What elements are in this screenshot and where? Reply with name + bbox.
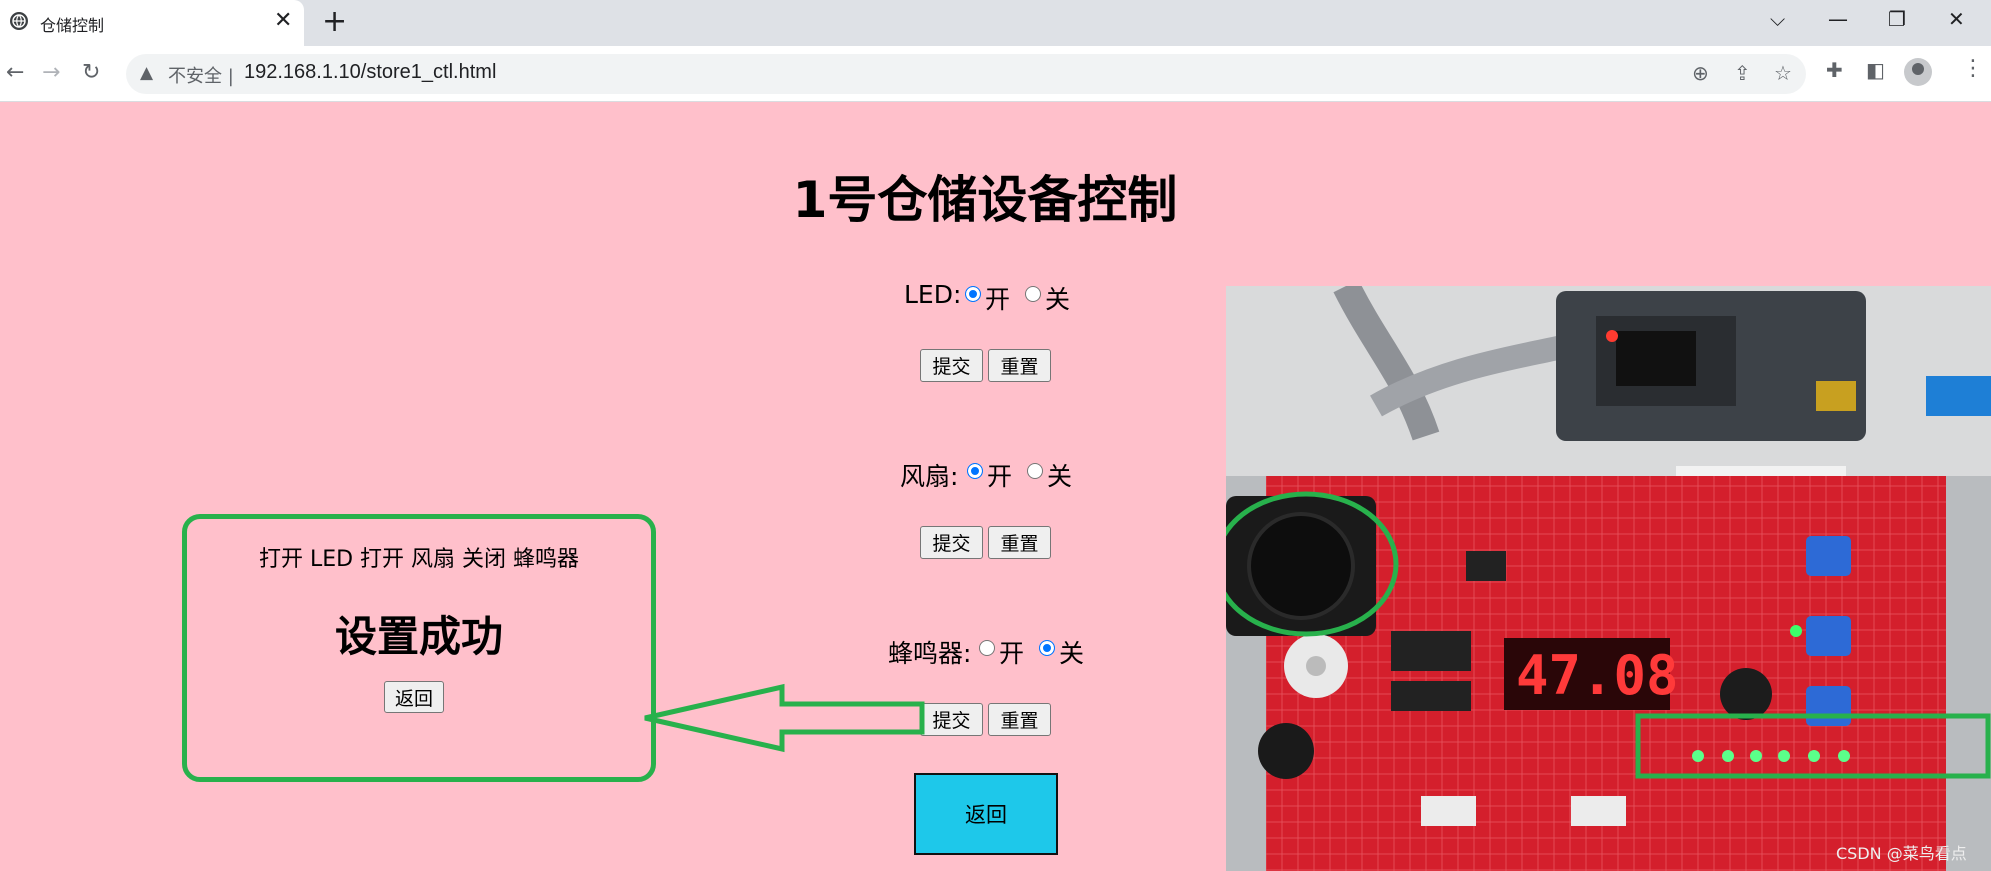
profile-avatar[interactable] (1904, 58, 1932, 86)
globe-icon (10, 12, 28, 30)
buzzer-reset-button[interactable]: 重置 (988, 703, 1051, 736)
back-button[interactable]: 返回 (914, 773, 1058, 855)
back-arrow-icon[interactable]: ← (6, 60, 25, 85)
fan-off-label: 关 (1047, 462, 1073, 491)
buzzer-label: 蜂鸣器: (888, 639, 972, 668)
segment-display: 47.08 (1516, 644, 1679, 707)
menu-dots-icon[interactable]: ⋮ (1962, 56, 1984, 81)
restore-icon[interactable]: ❐ (1888, 7, 1906, 31)
led-label: LED: (904, 280, 962, 309)
fan-label: 风扇: (900, 462, 959, 491)
result-status-text: 打开 LED 打开 风扇 关闭 蜂鸣器 (258, 547, 580, 572)
result-card: 打开 LED 打开 风扇 关闭 蜂鸣器 设置成功 返回 (182, 514, 656, 782)
watermark: CSDN @菜鸟看点 (1836, 844, 1967, 863)
tab-close-icon[interactable]: ✕ (274, 8, 293, 33)
tab-title: 仓储控制 (40, 16, 105, 35)
hardware-photo: 47.08 (1226, 286, 1991, 871)
page-title: 1号仓储设备控制 (792, 171, 1178, 229)
fan-submit-button[interactable]: 提交 (920, 526, 983, 559)
window-close-icon[interactable]: ✕ (1948, 7, 1965, 31)
share-icon[interactable]: ⇪ (1734, 61, 1751, 85)
led-off-radio[interactable] (1025, 286, 1041, 302)
led-reset-button[interactable]: 重置 (988, 349, 1051, 382)
led-off-label: 关 (1045, 285, 1071, 314)
buzzer-on-label: 开 (999, 639, 1025, 668)
led-on-label: 开 (985, 285, 1011, 314)
led-submit-button[interactable]: 提交 (920, 349, 983, 382)
zoom-icon[interactable]: ⊕ (1692, 61, 1709, 85)
result-back-button[interactable]: 返回 (384, 681, 444, 713)
tab-search-icon[interactable]: ⌵ (1770, 7, 1786, 31)
security-label[interactable]: 不安全 | (168, 66, 234, 87)
forward-arrow-icon[interactable]: → (42, 60, 61, 85)
buzzer-off-label: 关 (1059, 639, 1085, 668)
address-bar[interactable]: ▲ 不安全 | 192.168.1.10/store1_ctl.html ⊕ ⇪… (126, 54, 1806, 94)
minimize-icon[interactable]: — (1828, 7, 1848, 31)
active-tab[interactable]: 仓储控制 ✕ (0, 0, 304, 46)
result-heading: 设置成功 (334, 612, 503, 661)
fan-on-label: 开 (987, 462, 1013, 491)
warning-icon[interactable]: ▲ (140, 63, 154, 83)
new-tab-button[interactable]: + (322, 4, 348, 39)
side-panel-icon[interactable]: ◧ (1866, 58, 1885, 82)
bookmark-star-icon[interactable]: ☆ (1774, 61, 1792, 85)
reload-icon[interactable]: ↻ (82, 60, 101, 85)
led-on-radio[interactable] (965, 286, 981, 302)
buzzer-off-radio[interactable] (1039, 640, 1055, 656)
tab-bar: 仓储控制 ✕ + ⌵ — ❐ ✕ (0, 0, 1991, 46)
extensions-icon[interactable]: ✚ (1826, 58, 1843, 82)
fan-reset-button[interactable]: 重置 (988, 526, 1051, 559)
fan-off-radio[interactable] (1027, 463, 1043, 479)
fan-on-radio[interactable] (967, 463, 983, 479)
buzzer-on-radio[interactable] (979, 640, 995, 656)
url-text[interactable]: 192.168.1.10/store1_ctl.html (244, 61, 497, 83)
callout-arrow-icon (644, 683, 925, 753)
